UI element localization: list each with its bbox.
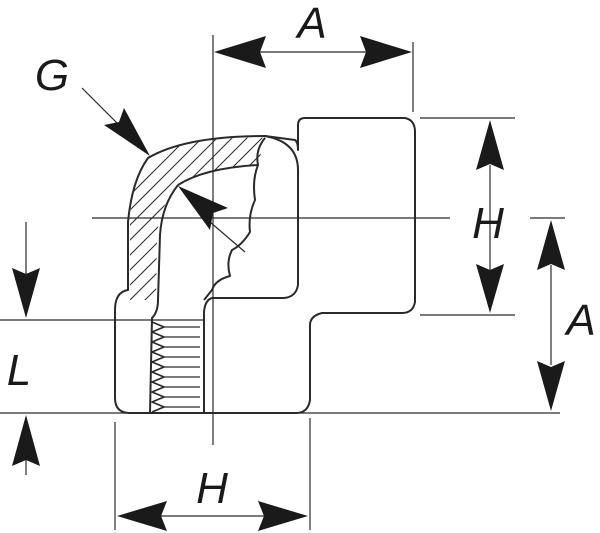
dimension-h-right — [476, 120, 504, 313]
dimension-a-top — [214, 36, 412, 68]
label-h-right: H — [472, 199, 504, 248]
thread-teeth — [151, 321, 200, 413]
arrow-right-icon — [258, 501, 308, 531]
dimension-a-right — [537, 220, 565, 411]
label-l: L — [7, 346, 31, 395]
dimension-h-bottom — [117, 501, 308, 531]
label-a-right: A — [563, 296, 595, 345]
extension-lines — [0, 35, 565, 530]
label-a-top: A — [294, 0, 326, 48]
section-curve — [177, 164, 259, 186]
arrow-diagonal-icon — [104, 108, 150, 156]
inner-leader — [178, 186, 246, 253]
arrow-down-icon — [476, 264, 504, 313]
label-g: G — [35, 51, 69, 100]
inner-bore-lower — [149, 184, 179, 414]
arrow-right-icon — [360, 36, 412, 68]
arrow-left-icon — [214, 36, 266, 68]
arrow-down-icon — [12, 268, 40, 318]
label-h-bottom: H — [196, 464, 228, 513]
arrow-diagonal-icon — [178, 186, 228, 230]
outlet-inner-edge — [203, 135, 299, 413]
leader-g — [81, 87, 150, 156]
dimension-l-left — [12, 222, 40, 475]
arrow-up-icon — [537, 220, 565, 270]
outer-contour — [114, 117, 416, 414]
fitting-body — [114, 117, 416, 414]
arrow-down-icon — [537, 361, 565, 411]
arrow-up-icon — [476, 120, 504, 170]
arrow-left-icon — [117, 501, 167, 531]
arrow-up-icon — [12, 415, 40, 466]
